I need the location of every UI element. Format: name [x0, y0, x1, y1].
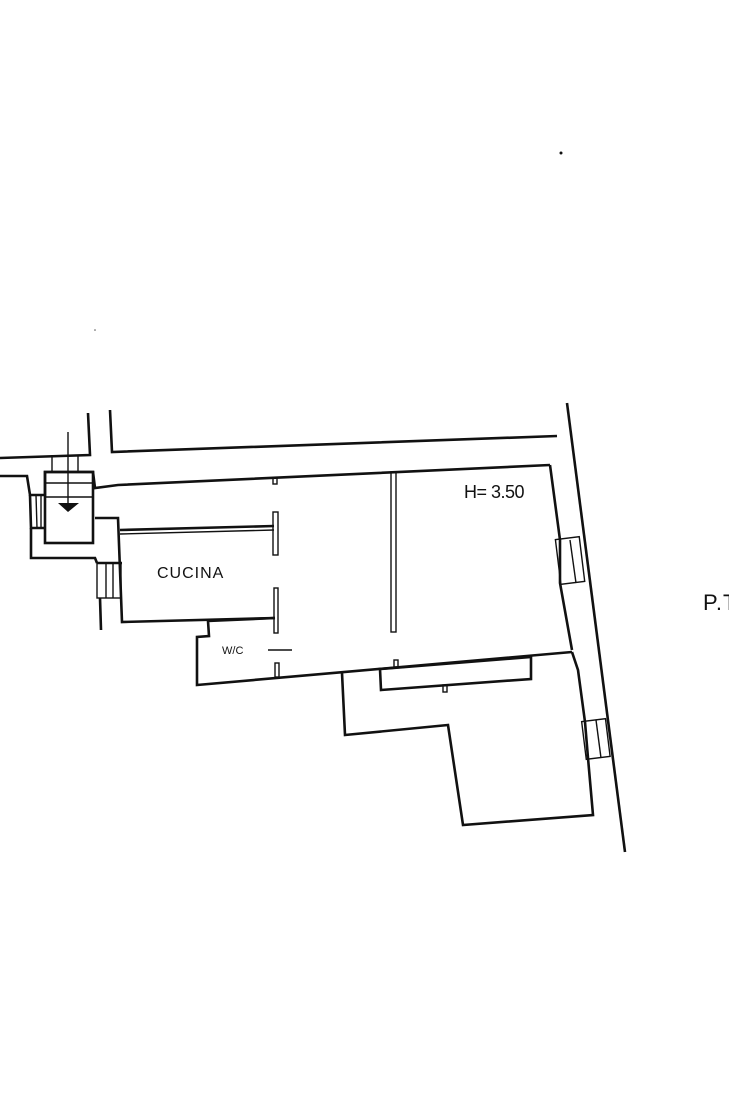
ceiling-height-note: H= 3.50	[464, 482, 525, 502]
kitchen-label: CUCINA	[157, 565, 225, 582]
floor-label: P.T	[703, 590, 729, 615]
main-room-walls	[378, 464, 574, 693]
stair	[0, 432, 551, 564]
stair-arrow-icon	[58, 503, 79, 512]
right-facade	[554, 402, 627, 853]
kitchen-walls	[95, 477, 292, 678]
lower-room-walls	[340, 651, 595, 827]
stray-dots	[94, 151, 563, 331]
corridor-walls	[0, 409, 558, 472]
wc-label: W/C	[222, 645, 244, 657]
wc-walls	[195, 616, 573, 687]
